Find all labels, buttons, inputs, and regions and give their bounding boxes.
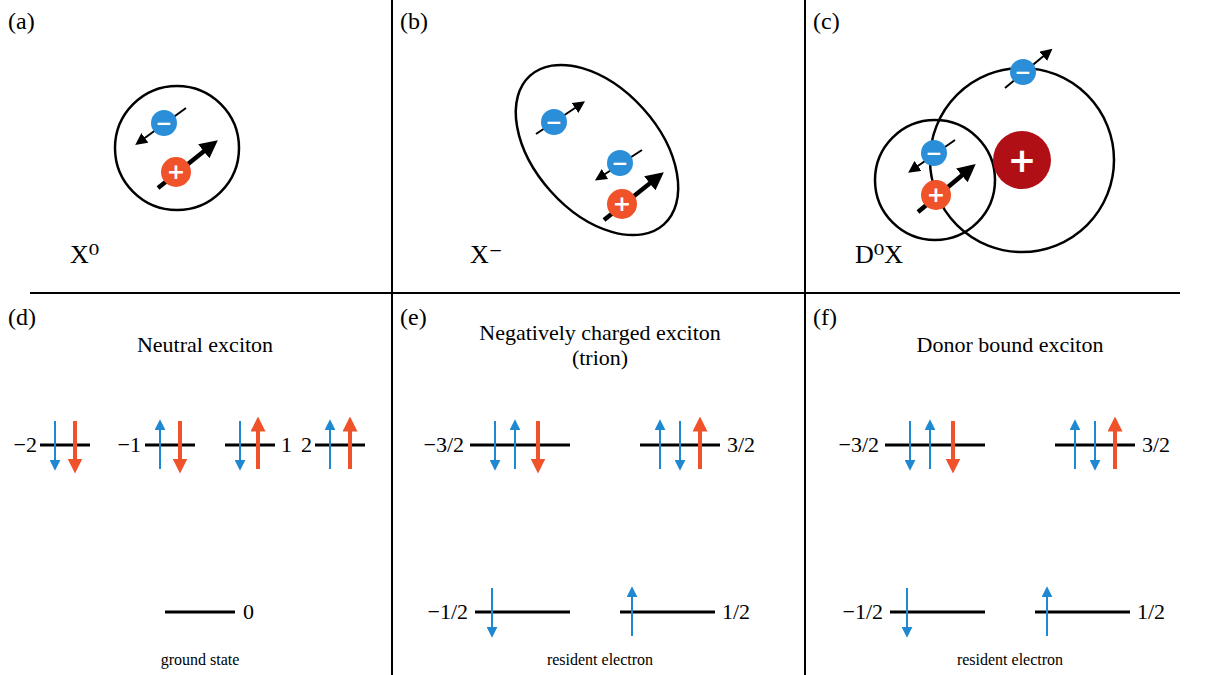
electron: − [921, 140, 947, 166]
electron-spin-arrow [631, 594, 633, 636]
hole-spin-arrow [256, 427, 260, 469]
hole: + [607, 189, 637, 219]
spin-arrow [918, 172, 966, 212]
panel-label: (e) [400, 304, 427, 332]
electron-spin-arrow [659, 427, 661, 469]
level-number: 1/2 [722, 599, 750, 624]
level-number: 0 [243, 599, 254, 624]
hole-spin-arrow [536, 421, 540, 463]
spin-arrow [602, 150, 642, 176]
hole: + [161, 157, 191, 187]
electron-spin-arrow [329, 427, 331, 469]
energy-levels [40, 421, 1135, 636]
electron-spin-arrow [239, 421, 241, 463]
energy-level [475, 611, 570, 614]
exciton-outline [875, 120, 995, 240]
spin-arrow [915, 140, 955, 168]
panel-divider [30, 292, 1180, 294]
level-number: −1/2 [842, 599, 883, 624]
energy-level [165, 611, 235, 614]
level-number: 3/2 [1142, 432, 1170, 457]
panel-label: (f) [813, 304, 837, 332]
electron-spin-arrow [491, 588, 493, 630]
level-number: 3/2 [727, 432, 755, 457]
electron: − [607, 150, 633, 176]
spin-arrow [604, 180, 654, 220]
panel-title: ground state [161, 651, 240, 669]
panel-title: resident electron [957, 651, 1063, 669]
level-number: −1/2 [427, 599, 468, 624]
hole-spin-arrow [178, 421, 182, 463]
electron-spin-arrow [909, 421, 911, 463]
hole: + [921, 180, 951, 210]
electron-spin-arrow [1046, 594, 1048, 636]
electron: − [1010, 59, 1036, 85]
charge-sign: − [1015, 62, 1032, 82]
hole-spin-arrow [1113, 427, 1117, 469]
level-number: −2 [14, 432, 37, 457]
charge-sign: − [156, 113, 173, 133]
hole-spin-arrow [73, 421, 77, 463]
panel-divider [804, 0, 806, 675]
spin-arrow [1005, 54, 1046, 88]
exciton-outline [115, 86, 239, 210]
electron-spin-arrow [1074, 427, 1076, 469]
electron: − [541, 109, 567, 135]
electron-spin-arrow [679, 421, 681, 463]
electron-spin-arrow [929, 427, 931, 469]
charge-sign: − [612, 153, 629, 173]
energy-level [40, 444, 90, 447]
level-number: −1 [118, 432, 141, 457]
electron-spin-arrow [159, 427, 161, 469]
energy-level [620, 611, 715, 614]
panel-divider [391, 0, 393, 675]
electron-spin-arrow [1094, 421, 1096, 463]
energy-level [890, 611, 985, 614]
panel-label: (a) [8, 8, 35, 36]
spin-arrow [158, 148, 208, 188]
hole-spin-arrow [698, 427, 702, 469]
electron-spin-arrow [906, 588, 908, 630]
panel-label: (d) [8, 304, 36, 332]
spin-arrow [142, 108, 186, 140]
trion-outline [484, 34, 710, 266]
panel-label: X⁰ [70, 240, 99, 270]
energy-level [470, 444, 570, 447]
panel-label: D⁰X [855, 240, 903, 270]
level-number: −3/2 [423, 432, 464, 457]
panel-label: (c) [813, 8, 840, 36]
charge-sign: + [613, 193, 631, 215]
energy-level [1035, 611, 1130, 614]
hole-spin-arrow [951, 421, 955, 463]
electron-spin-arrow [54, 421, 56, 463]
energy-level [145, 444, 195, 447]
panel-title: Neutral exciton [137, 332, 273, 357]
panel-label: X⁻ [470, 240, 503, 270]
energy-level [315, 444, 365, 447]
charge-sign: + [1008, 143, 1037, 177]
electron: − [151, 110, 177, 136]
energy-level [885, 444, 985, 447]
panel-label: (b) [400, 8, 428, 36]
level-number: 1 [281, 432, 292, 457]
charge-sign: − [546, 112, 563, 132]
hole-spin-arrow [348, 427, 352, 469]
level-number: −3/2 [838, 432, 879, 457]
level-number: 1/2 [1137, 599, 1165, 624]
charge-sign: − [926, 143, 943, 163]
energy-level [225, 444, 275, 447]
level-number: 2 [301, 432, 312, 457]
electron-spin-arrow [514, 427, 516, 469]
panel-title: resident electron [547, 651, 653, 669]
spin-arrow [536, 106, 578, 134]
electron-spin-arrow [494, 421, 496, 463]
donor-orbit-outline [930, 68, 1114, 252]
charge-sign: + [927, 184, 945, 206]
charge-sign: + [167, 161, 185, 183]
panel-title: Negatively charged exciton (trion) [450, 320, 750, 371]
donor-ion: + [993, 131, 1051, 189]
panel-title: Donor bound exciton [917, 332, 1104, 357]
